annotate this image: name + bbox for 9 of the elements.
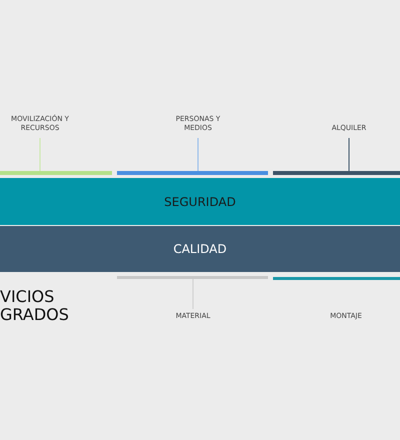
heading: VICIOS GRADOS xyxy=(0,288,70,324)
banner-band: CALIDAD xyxy=(0,226,400,272)
color-bar xyxy=(0,171,112,175)
color-bar xyxy=(117,276,268,279)
color-bar xyxy=(273,171,400,175)
color-bar xyxy=(117,171,268,175)
leader-line xyxy=(348,138,350,172)
color-bar xyxy=(273,277,400,280)
banner-band: SEGURIDAD xyxy=(0,178,400,225)
